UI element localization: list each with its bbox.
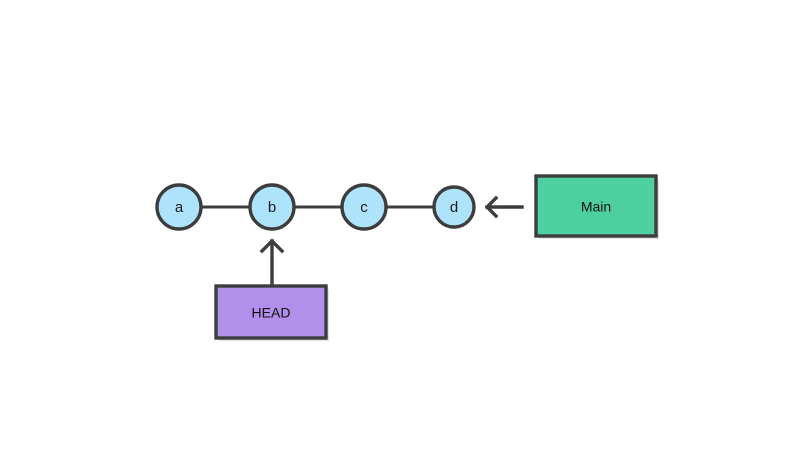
commit-circle-b[interactable] (248, 183, 296, 231)
arrow-head-to-b-icon (259, 238, 285, 287)
ref-box-main[interactable]: Main (534, 174, 659, 239)
commit-node-c[interactable]: c (340, 183, 388, 231)
commit-label-b: b (268, 199, 276, 216)
commit-nodes-group: a b c d (155, 183, 476, 231)
commit-label-a: a (175, 199, 184, 216)
commit-circle-a[interactable] (155, 183, 203, 231)
commit-node-d[interactable]: d (432, 185, 476, 229)
ref-box-head[interactable]: HEAD (214, 284, 329, 341)
commit-label-c: c (360, 199, 368, 216)
pointer-arrows-group (259, 195, 524, 287)
commit-label-d: d (450, 199, 458, 216)
ref-boxes-group: Main HEAD (214, 174, 659, 341)
main-branch-label: Main (581, 199, 611, 215)
commit-circle-c[interactable] (340, 183, 388, 231)
head-pointer-box[interactable] (214, 284, 328, 340)
arrow-main-to-d-icon (484, 195, 524, 219)
commit-node-a[interactable]: a (155, 183, 203, 231)
commit-circle-d[interactable] (432, 185, 476, 229)
main-branch-box[interactable] (534, 174, 658, 238)
commit-node-b[interactable]: b (248, 183, 296, 231)
head-pointer-label: HEAD (252, 305, 291, 321)
